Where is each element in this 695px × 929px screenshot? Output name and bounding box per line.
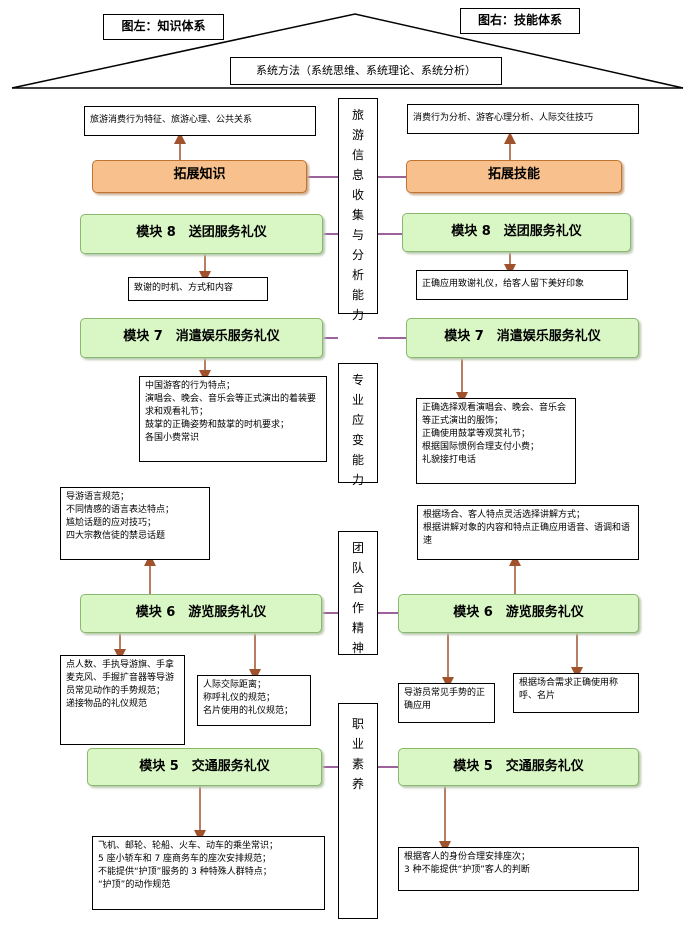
right-module-6: 模块 6 游览服务礼仪	[398, 594, 639, 633]
left-module-6: 模块 6 游览服务礼仪	[80, 594, 322, 633]
left-module-6-note-down-left: 点人数、手执导游旗、手拿麦克风、手握扩音器等导游员常见动作的手势规范； 递接物品…	[60, 655, 185, 745]
right-module-8-note: 正确应用致谢礼仪，给客人留下美好印象	[416, 270, 628, 300]
left-module-7: 模块 7 消遣娱乐服务礼仪	[80, 318, 323, 358]
left-top-note: 旅游消费行为特征、旅游心理、公共关系	[84, 106, 316, 136]
right-module-5-note: 根据客人的身份合理安排座次； 3 种不能提供“护顶”客人的判断	[398, 847, 639, 891]
right-module-6-note-down-left: 导游员常见手势的正确应用	[398, 683, 495, 723]
right-system-title: 图右：技能体系	[460, 8, 580, 34]
right-module-6-note-down-right: 根据场合需求正确使用称呼、名片	[513, 673, 639, 713]
left-module-5: 模块 5 交通服务礼仪	[87, 748, 322, 786]
right-module-8: 模块 8 送团服务礼仪	[402, 213, 631, 252]
left-module-6-note-down-right: 人际交际距离； 称呼礼仪的规范； 名片使用的礼仪规范；	[197, 675, 311, 726]
center-professional-adaptability: 专业应变能力	[338, 363, 378, 487]
left-module-8: 模块 8 送团服务礼仪	[80, 214, 323, 254]
right-module-5: 模块 5 交通服务礼仪	[398, 748, 639, 786]
right-module-7-note: 正确选择观看演唱会、晚会、音乐会等正式演出的服饰； 正确使用鼓掌等观赏礼节； 根…	[416, 398, 576, 484]
system-method-box: 系统方法（系统思维、系统理论、系统分析）	[230, 57, 502, 85]
center-info-collection-ability: 旅游信息收集与分析能力	[338, 98, 378, 322]
left-module-5-note: 飞机、邮轮、轮船、火车、动车的乘坐常识； 5 座小轿车和 7 座商务车的座次安排…	[92, 836, 325, 910]
center-professional-quality: 职业素养	[338, 703, 378, 919]
left-extend-knowledge: 拓展知识	[92, 160, 307, 193]
left-module-7-note: 中国游客的行为特点； 演唱会、晚会、音乐会等正式演出的着装要求和观看礼节； 鼓掌…	[139, 376, 327, 462]
right-module-6-note-up: 根据场合、客人特点灵活选择讲解方式； 根据讲解对象的内容和特点正确应用语音、语调…	[417, 505, 639, 560]
left-module-8-note: 致谢的时机、方式和内容	[128, 277, 268, 301]
left-system-title: 图左：知识体系	[103, 14, 224, 40]
right-top-note: 消费行为分析、游客心理分析、人际交往技巧	[407, 104, 639, 134]
roof-outline	[11, 13, 684, 89]
central-connectors	[307, 176, 406, 768]
right-extend-skills: 拓展技能	[406, 160, 622, 193]
left-module-6-note-up: 导游语言规范； 不同情感的语言表达特点； 尴尬话题的应对技巧； 四大宗教信徒的禁…	[60, 487, 210, 560]
center-teamwork-spirit: 团队合作精神	[338, 531, 378, 655]
right-module-7: 模块 7 消遣娱乐服务礼仪	[406, 318, 639, 358]
